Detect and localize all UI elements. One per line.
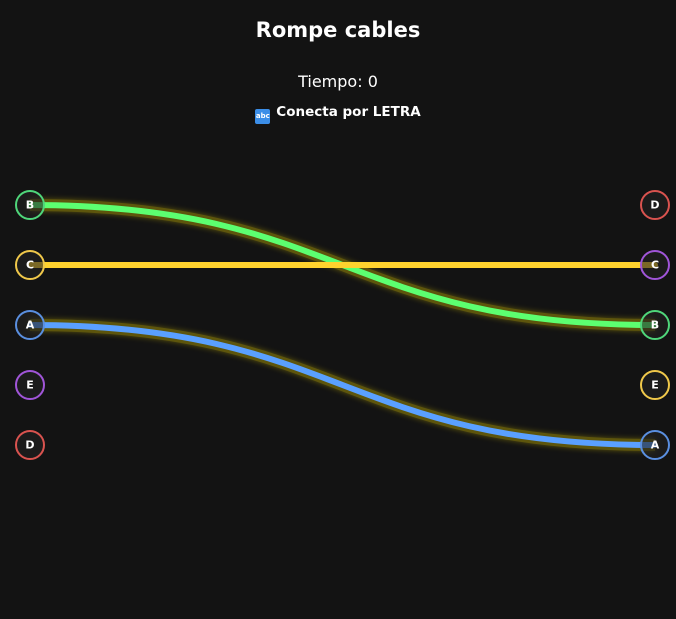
game-title: Rompe cables — [255, 18, 421, 42]
node-circle — [15, 190, 45, 220]
mode-label: Conecta por LETRA — [276, 104, 421, 120]
node-circle — [15, 310, 45, 340]
node-letter: C — [651, 259, 659, 272]
node-letter: A — [651, 439, 660, 452]
node-circle — [640, 430, 670, 460]
right-node-e[interactable]: E — [640, 370, 670, 400]
node-circle — [15, 430, 45, 460]
left-node-c[interactable]: C — [15, 250, 45, 280]
right-node-a[interactable]: A — [640, 430, 670, 460]
node-circle — [15, 250, 45, 280]
node-letter: C — [26, 259, 34, 272]
right-node-d[interactable]: D — [640, 190, 670, 220]
node-letter: A — [26, 319, 35, 332]
abc-icon: abc — [255, 109, 271, 124]
left-node-a[interactable]: A — [15, 310, 45, 340]
left-node-b[interactable]: B — [15, 190, 45, 220]
wire-2[interactable] — [27, 322, 658, 448]
right-node-b[interactable]: B — [640, 310, 670, 340]
node-letter: E — [26, 379, 34, 392]
node-letter: B — [651, 319, 659, 332]
node-letter: D — [650, 199, 659, 212]
mode-indicator: abc Conecta por LETRA — [0, 104, 676, 124]
node-letter: E — [651, 379, 659, 392]
node-circle — [640, 250, 670, 280]
node-circle — [15, 370, 45, 400]
node-circle — [640, 190, 670, 220]
left-node-d[interactable]: D — [15, 430, 45, 460]
left-node-e[interactable]: E — [15, 370, 45, 400]
node-circle — [640, 310, 670, 340]
node-letter: B — [26, 199, 34, 212]
node-letter: D — [25, 439, 34, 452]
node-circle — [640, 370, 670, 400]
timer: Tiempo: 0 — [298, 72, 378, 91]
right-node-c[interactable]: C — [640, 250, 670, 280]
